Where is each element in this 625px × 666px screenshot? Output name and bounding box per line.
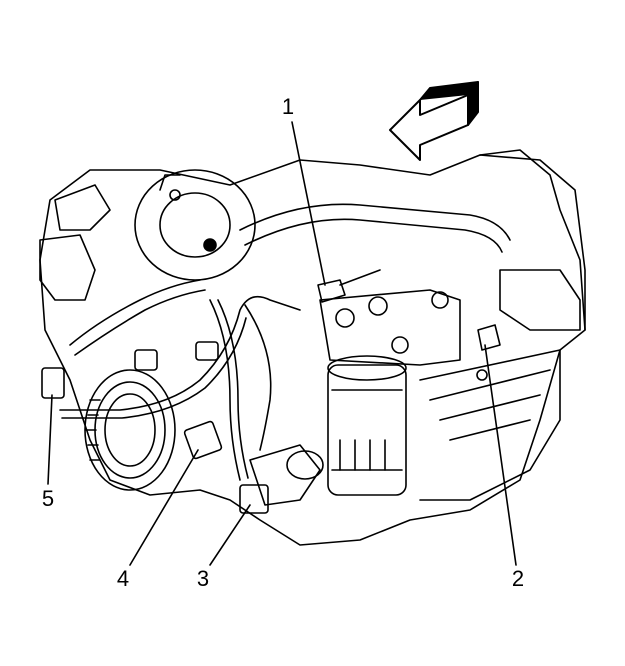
right-housing bbox=[479, 149, 586, 331]
connector-3 bbox=[239, 484, 269, 514]
front-direction-arrow-icon bbox=[389, 81, 479, 161]
upper-pipe bbox=[239, 203, 511, 241]
leader-5 bbox=[47, 394, 53, 485]
oil-pan bbox=[419, 349, 561, 501]
leader-3 bbox=[209, 504, 251, 566]
pulley bbox=[84, 369, 176, 491]
leader-1 bbox=[291, 121, 326, 286]
sensor-2 bbox=[477, 324, 501, 351]
left-bracket bbox=[39, 234, 96, 301]
callout-5: 5 bbox=[41, 486, 55, 511]
filter-adapter bbox=[319, 289, 461, 366]
leader-2 bbox=[484, 344, 517, 566]
pump-body bbox=[134, 169, 256, 281]
wiring-harness bbox=[59, 295, 301, 411]
engine-block-outline bbox=[39, 154, 586, 546]
callout-4: 4 bbox=[116, 566, 130, 591]
oil-filter bbox=[327, 364, 407, 496]
connector-5 bbox=[41, 367, 65, 399]
callout-1: 1 bbox=[281, 94, 295, 119]
connector-4 bbox=[183, 420, 223, 460]
right-housing-lower bbox=[499, 269, 581, 331]
sensor-1 bbox=[317, 279, 346, 303]
callout-2: 2 bbox=[511, 566, 525, 591]
callout-3: 3 bbox=[196, 566, 210, 591]
leader-4 bbox=[129, 449, 199, 566]
